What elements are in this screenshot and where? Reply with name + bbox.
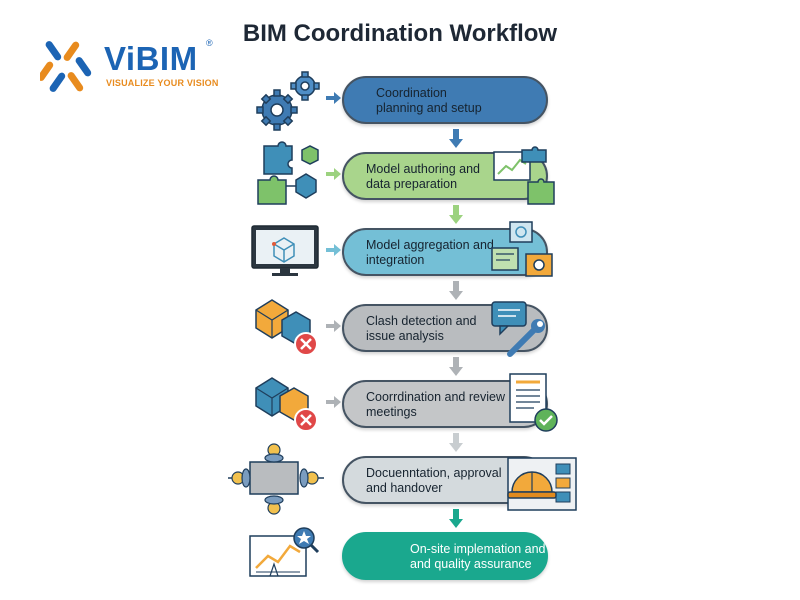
step-1-label: Coordination planning and setup [376, 86, 482, 115]
checklist-document-icon [509, 373, 558, 432]
puzzle-blocks-icon [257, 141, 319, 205]
integration-tools-icon [491, 221, 553, 277]
clash-blocks-icon [255, 299, 318, 356]
step-7-box [342, 532, 548, 580]
logo-registered-mark: ® [206, 38, 213, 48]
monitor-model-icon [251, 225, 319, 276]
step-2-label: Model authoring and data preparation [366, 162, 480, 191]
vibim-logo: ViBIM ® VISUALIZE YOUR VISION [40, 38, 230, 94]
chart-puzzle-icon [493, 146, 555, 205]
review-blocks-icon [255, 377, 318, 432]
step-4-label: Clash detection and issue analysis [366, 314, 477, 343]
down-arrow-6-icon [449, 509, 463, 528]
logo-wordmark: ViBIM [104, 40, 198, 77]
down-arrow-3-icon [449, 281, 463, 300]
step-6-label: Docuenntation, approval and handover [366, 466, 502, 495]
step-4-arrow-icon [326, 320, 341, 332]
step-7-label: On-site implemation and and quality assu… [410, 542, 546, 571]
gears-icon [256, 71, 320, 131]
logo-mark-icon [40, 41, 92, 92]
step-3-arrow-icon [326, 244, 341, 256]
page-title: BIM Coordination Workflow [242, 20, 558, 47]
step-1-box [342, 76, 548, 124]
step-5-label: Coorrdination and review meetings [366, 390, 505, 419]
step-1-arrow-icon [326, 92, 341, 104]
down-arrow-1-icon [449, 129, 463, 148]
down-arrow-5-icon [449, 433, 463, 452]
hardhat-panel-icon [507, 457, 577, 511]
step-3-label: Model aggregation and integration [366, 238, 494, 267]
logo-tagline: VISUALIZE YOUR VISION [106, 78, 219, 88]
down-arrow-4-icon [449, 357, 463, 376]
meeting-table-icon [228, 443, 324, 515]
message-wrench-icon [491, 301, 545, 357]
down-arrow-2-icon [449, 205, 463, 224]
step-2-arrow-icon [326, 168, 341, 180]
site-chart-icon [249, 527, 320, 577]
step-5-arrow-icon [326, 396, 341, 408]
